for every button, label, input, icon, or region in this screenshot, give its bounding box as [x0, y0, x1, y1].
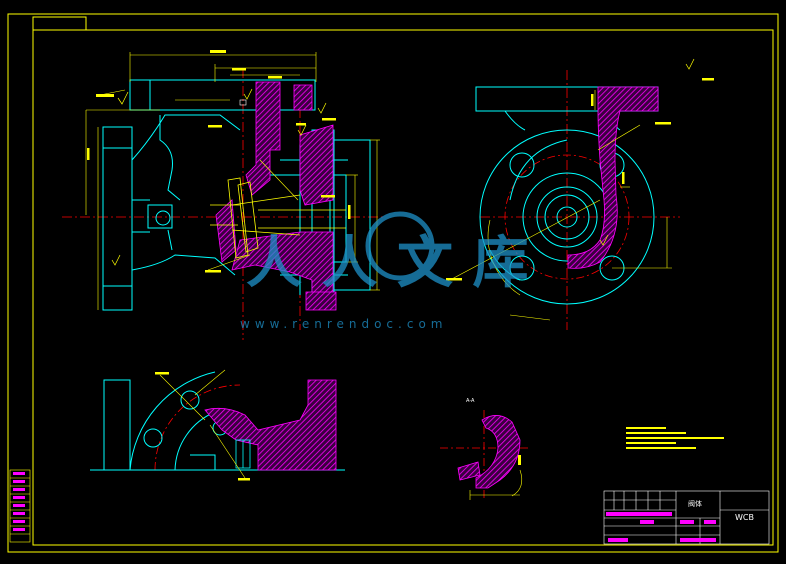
- watermark-brand: 人 人 文 库: [246, 230, 529, 296]
- technical-notes: [626, 427, 724, 449]
- section-label: A-A: [466, 398, 475, 404]
- material-code: WCB: [735, 513, 754, 522]
- title-block: [603, 490, 770, 545]
- side-view: [446, 58, 714, 330]
- revision-block: [9, 469, 31, 543]
- detail-a-a: A-A: [440, 398, 530, 500]
- watermark: 人 人 文 库 www.renrendoc.com: [240, 211, 529, 331]
- sheet-frame: [7, 13, 779, 553]
- bottom-section-view: [90, 369, 345, 481]
- part-name: 阀体: [688, 499, 702, 508]
- watermark-url: www.renrendoc.com: [240, 317, 447, 331]
- front-view: [62, 50, 384, 340]
